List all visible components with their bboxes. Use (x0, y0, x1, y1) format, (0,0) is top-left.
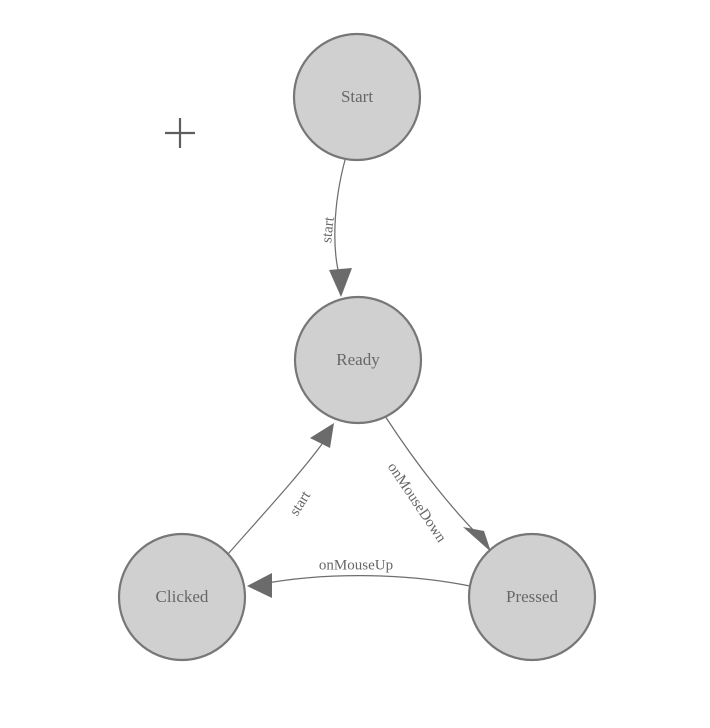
node-ready[interactable]: Ready (293, 295, 423, 425)
node-start-circle[interactable] (292, 32, 422, 162)
edge-start-ready[interactable]: start (319, 159, 352, 297)
edge-pressed-clicked-arrowhead (247, 573, 272, 598)
edge-clicked-ready[interactable]: start (227, 423, 334, 555)
node-start[interactable]: Start (292, 32, 422, 162)
edge-clicked-ready-arrowhead (310, 423, 334, 448)
edge-start-ready-arrowhead (329, 268, 352, 297)
node-ready-circle[interactable] (293, 295, 423, 425)
node-clicked[interactable]: Clicked (117, 532, 247, 662)
edge-pressed-clicked[interactable]: onMouseUp (247, 557, 471, 598)
edge-ready-pressed-arrowhead (463, 527, 491, 552)
edge-pressed-clicked-label: onMouseUp (319, 557, 393, 573)
edge-clicked-ready-path (227, 443, 323, 555)
node-pressed[interactable]: Pressed (467, 532, 597, 662)
node-clicked-circle[interactable] (117, 532, 247, 662)
edge-clicked-ready-label: start (287, 488, 315, 519)
edge-ready-pressed-path (384, 415, 482, 539)
edge-pressed-clicked-path (261, 575, 471, 587)
edge-start-ready-label: start (319, 215, 338, 243)
crosshair-icon (165, 118, 195, 148)
node-pressed-circle[interactable] (467, 532, 597, 662)
edge-start-ready-path (334, 159, 346, 279)
edge-ready-pressed-label: onMouseDown (384, 460, 449, 546)
edge-ready-pressed[interactable]: onMouseDown (384, 415, 491, 552)
